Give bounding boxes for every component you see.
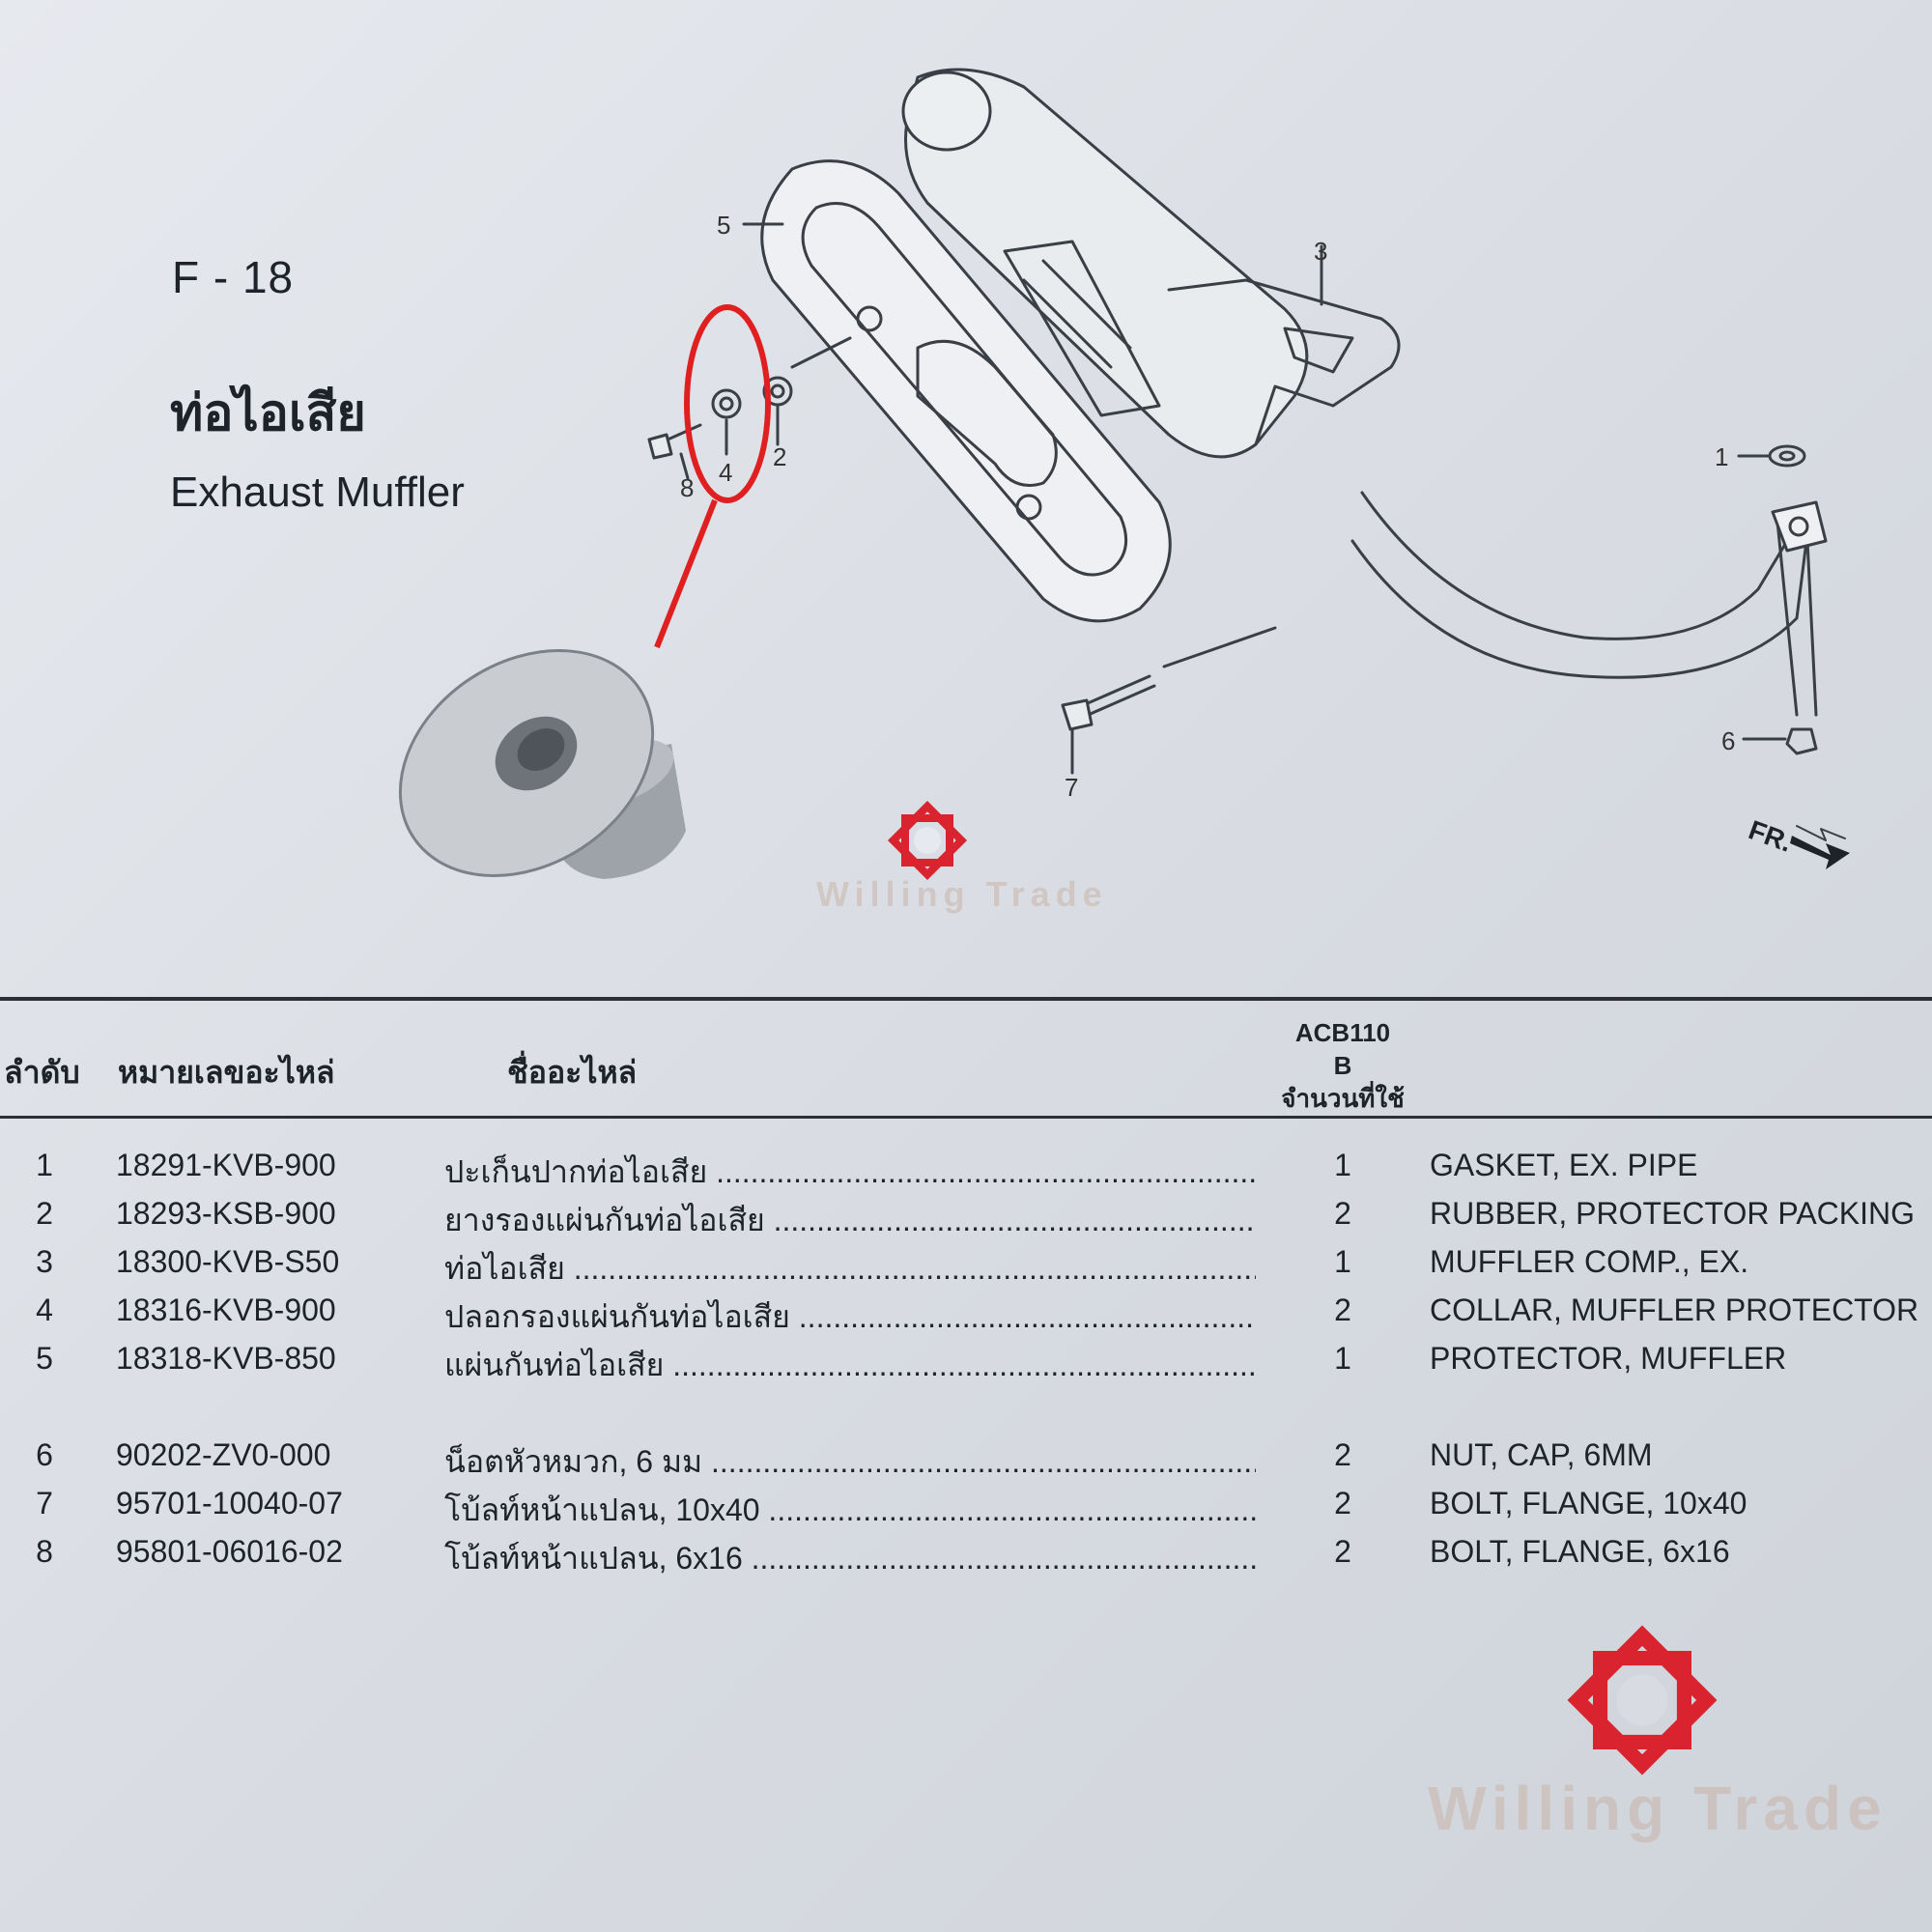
page-title-thai: ท่อไอเสีย xyxy=(170,385,366,441)
row-no: 4 xyxy=(36,1293,53,1327)
row-qty: 2 xyxy=(1334,1196,1351,1231)
callout-8: 8 xyxy=(680,473,695,502)
row-name-english: COLLAR, MUFFLER PROTECTOR xyxy=(1430,1293,1919,1327)
row-name-english: BOLT, FLANGE, 10x40 xyxy=(1430,1486,1747,1520)
header-part-no: หมายเลขอะไหล่ xyxy=(118,1055,335,1090)
table-row: 1 18291-KVB-900 ปะเก็นปากท่อไอเสีย 1 GAS… xyxy=(0,1148,1932,1194)
table-top-rule xyxy=(0,997,1932,1001)
header-quantity: ACB110 B จำนวนที่ใช้ xyxy=(1265,1016,1420,1115)
row-qty: 2 xyxy=(1334,1486,1351,1520)
exploded-diagram xyxy=(398,68,1850,879)
table-row: 4 18316-KVB-900 ปลอกรองแผ่นกันท่อไอเสีย … xyxy=(0,1293,1932,1339)
table-row: 2 18293-KSB-900 ยางรองแผ่นกันท่อไอเสีย 2… xyxy=(0,1196,1932,1242)
table-row: 7 95701-10040-07 โบ้ลท์หน้าแปลน, 10x40 2… xyxy=(0,1486,1932,1532)
header-part-name: ชื่ออะไหล่ xyxy=(507,1055,638,1090)
row-qty: 2 xyxy=(1334,1293,1351,1327)
row-part-number: 18316-KVB-900 xyxy=(116,1293,336,1327)
row-part-number: 95701-10040-07 xyxy=(116,1486,343,1520)
callout-3: 3 xyxy=(1314,237,1328,266)
row-name-english: MUFFLER COMP., EX. xyxy=(1430,1244,1749,1279)
row-qty: 2 xyxy=(1334,1534,1351,1569)
row-part-number: 18318-KVB-850 xyxy=(116,1341,336,1376)
callout-4: 4 xyxy=(719,458,733,487)
row-qty: 1 xyxy=(1334,1244,1351,1279)
table-row: 5 18318-KVB-850 แผ่นกันท่อไอเสีย 1 PROTE… xyxy=(0,1341,1932,1387)
page-title-english: Exhaust Muffler xyxy=(170,469,465,516)
row-no: 2 xyxy=(36,1196,53,1231)
callout-7: 7 xyxy=(1065,773,1079,802)
row-no: 3 xyxy=(36,1244,53,1279)
figure-code: F - 18 xyxy=(172,252,295,302)
row-name-thai: ปลอกรองแผ่นกันท่อไอเสีย xyxy=(444,1293,1256,1342)
table-row: 6 90202-ZV0-000 น็อตหัวหมวก, 6 มม 2 NUT,… xyxy=(0,1437,1932,1484)
watermark-logo-large xyxy=(1567,1625,1718,1776)
table-row: 8 95801-06016-02 โบ้ลท์หน้าแปลน, 6x16 2 … xyxy=(0,1534,1932,1580)
callout-5: 5 xyxy=(717,211,731,240)
row-name-english: RUBBER, PROTECTOR PACKING xyxy=(1430,1196,1915,1231)
row-no: 6 xyxy=(36,1437,53,1472)
row-name-thai: ปะเก็นปากท่อไอเสีย xyxy=(444,1148,1256,1197)
row-name-english: BOLT, FLANGE, 6x16 xyxy=(1430,1534,1730,1569)
watermark-logo-small xyxy=(887,800,968,881)
row-qty: 2 xyxy=(1334,1437,1351,1472)
row-name-thai: โบ้ลท์หน้าแปลน, 10x40 xyxy=(444,1486,1256,1535)
header-type: B xyxy=(1333,1051,1352,1080)
row-name-english: GASKET, EX. PIPE xyxy=(1430,1148,1698,1182)
table-header-rule xyxy=(0,1116,1932,1119)
row-no: 1 xyxy=(36,1148,53,1182)
row-name-thai: โบ้ลท์หน้าแปลน, 6x16 xyxy=(444,1534,1256,1583)
row-name-thai: น็อตหัวหมวก, 6 มม xyxy=(444,1437,1256,1487)
row-name-thai: ยางรองแผ่นกันท่อไอเสีย xyxy=(444,1196,1256,1245)
collar-photo xyxy=(398,649,686,879)
row-qty: 1 xyxy=(1334,1148,1351,1182)
row-name-english: PROTECTOR, MUFFLER xyxy=(1430,1341,1787,1376)
row-part-number: 90202-ZV0-000 xyxy=(116,1437,331,1472)
header-model: ACB110 xyxy=(1294,1018,1391,1047)
row-qty: 1 xyxy=(1334,1341,1351,1376)
row-part-number: 18293-KSB-900 xyxy=(116,1196,336,1231)
watermark-text-small: Willing Trade xyxy=(816,874,1108,914)
row-name-english: NUT, CAP, 6MM xyxy=(1430,1437,1653,1472)
row-part-number: 18300-KVB-S50 xyxy=(116,1244,340,1279)
callout-1: 1 xyxy=(1715,442,1729,471)
watermark-text-large: Willing Trade xyxy=(1428,1774,1888,1843)
row-no: 5 xyxy=(36,1341,53,1376)
row-no: 7 xyxy=(36,1486,53,1520)
row-name-thai: ท่อไอเสีย xyxy=(444,1244,1256,1293)
row-part-number: 95801-06016-02 xyxy=(116,1534,343,1569)
callout-2: 2 xyxy=(773,442,787,471)
table-row: 3 18300-KVB-S50 ท่อไอเสีย 1 MUFFLER COMP… xyxy=(0,1244,1932,1291)
header-qty-label: จำนวนที่ใช้ xyxy=(1281,1084,1405,1113)
row-part-number: 18291-KVB-900 xyxy=(116,1148,336,1182)
row-no: 8 xyxy=(36,1534,53,1569)
callout-6: 6 xyxy=(1721,726,1736,755)
row-name-thai: แผ่นกันท่อไอเสีย xyxy=(444,1341,1256,1390)
header-no: ลำดับ xyxy=(4,1055,80,1090)
